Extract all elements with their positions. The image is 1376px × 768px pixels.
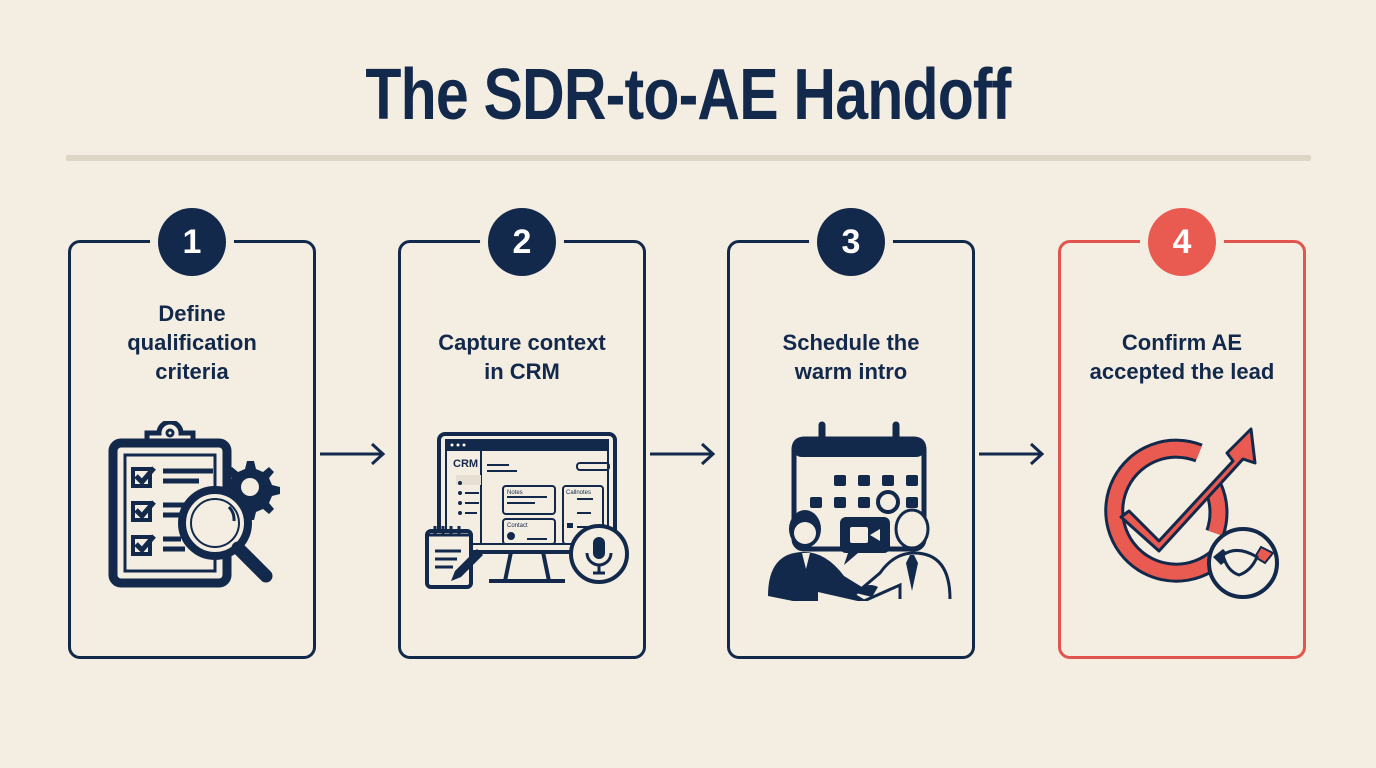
step-label: Define qualification criteria bbox=[127, 301, 257, 384]
step-label: Capture context in CRM bbox=[438, 330, 606, 384]
page-title: The SDR-to-AE Handoff bbox=[365, 55, 1011, 135]
arrow-right-icon bbox=[977, 441, 1047, 467]
step-card-2: 2 Capture context in CRM CRM Notes Calln… bbox=[398, 208, 646, 659]
step-number-badge: 2 bbox=[488, 208, 556, 276]
arrow-right-icon bbox=[318, 441, 388, 467]
step-label: Schedule the warm intro bbox=[782, 330, 920, 384]
clipboard-checklist-magnifier-gear-icon bbox=[108, 421, 280, 588]
step-card-1: 1 Define qualification criteria bbox=[68, 208, 316, 659]
svg-text:Notes: Notes bbox=[507, 490, 523, 496]
step-number-badge: 3 bbox=[817, 208, 885, 276]
step-number-badge: 4 bbox=[1148, 208, 1216, 276]
title-divider bbox=[66, 155, 1311, 161]
svg-text:CRM: CRM bbox=[453, 458, 478, 470]
crm-monitor-notepad-microphone-icon: CRM Notes Callnotes Contact bbox=[425, 432, 629, 589]
arrow-right-icon bbox=[648, 441, 718, 467]
step-label: Confirm AE accepted the lead bbox=[1089, 330, 1275, 384]
step-card-3: 3 Schedule the warm intro bbox=[727, 208, 975, 659]
step-number-badge: 1 bbox=[158, 208, 226, 276]
checkmark-arrow-handshake-icon bbox=[1104, 427, 1279, 599]
svg-text:Contact: Contact bbox=[507, 523, 528, 529]
calendar-video-handshake-icon bbox=[768, 421, 952, 601]
svg-text:Callnotes: Callnotes bbox=[566, 490, 591, 496]
step-card-4: 4 Confirm AE accepted the lead bbox=[1058, 208, 1306, 659]
